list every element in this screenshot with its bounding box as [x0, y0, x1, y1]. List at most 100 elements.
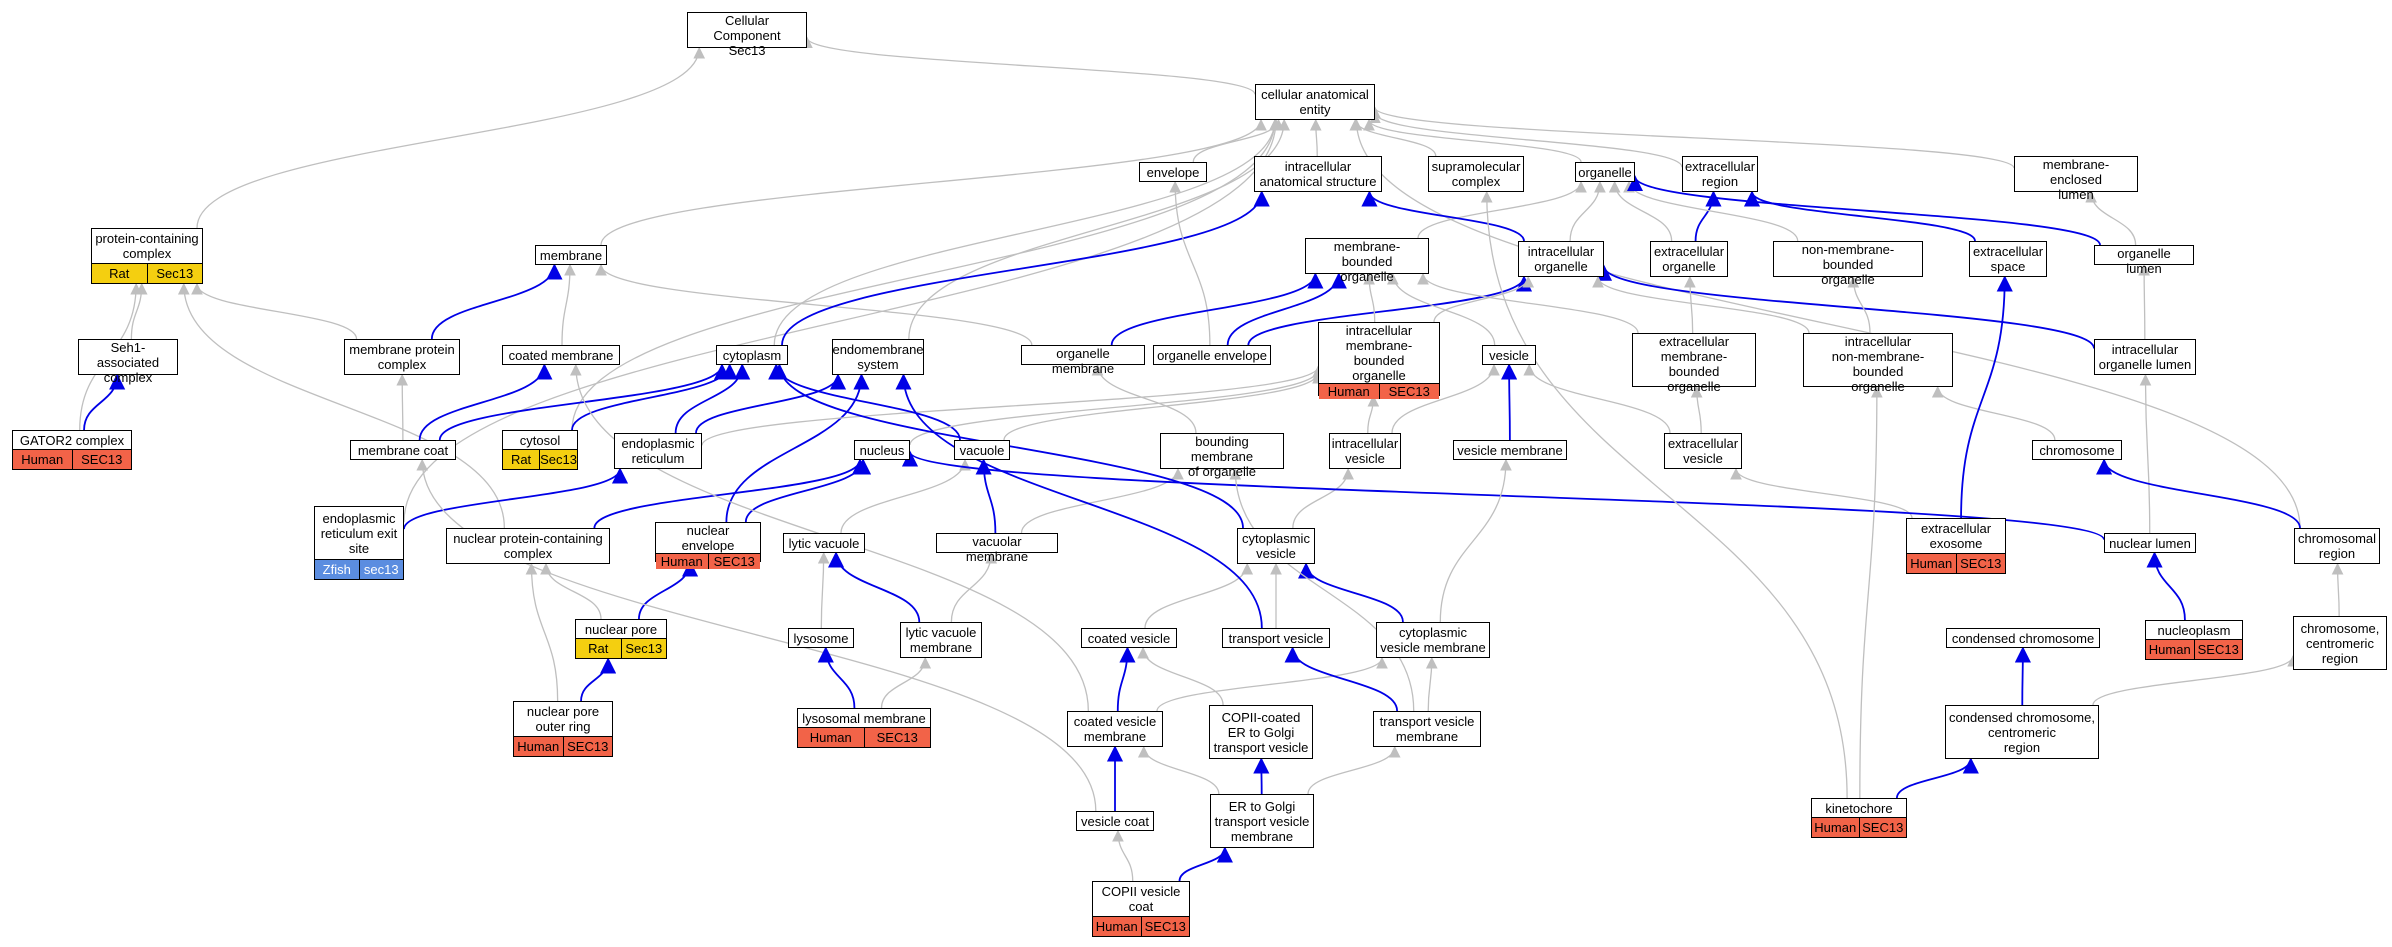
go-term-orgmem[interactable]: organelle membrane: [1021, 345, 1145, 376]
is-a-edge-embo-extorg: [1684, 275, 1696, 334]
go-term-npc[interactable]: nuclear protein-containing complex: [446, 528, 610, 564]
is-a-edge-lvacmem-vacmem: [950, 551, 998, 623]
go-term-lvacmem[interactable]: lytic vacuole membrane: [900, 622, 982, 658]
go-term-memlumen[interactable]: membrane-enclosed lumen: [2014, 156, 2138, 202]
go-term-ccc[interactable]: condensed chromosome, centromeric region: [1945, 705, 2099, 759]
part-of-edge-ccc-condchr: [2014, 646, 2031, 706]
go-term-condchr[interactable]: condensed chromosome: [1946, 628, 2100, 648]
go-term-transves[interactable]: transport vesicle: [1222, 628, 1330, 648]
go-term-label: organelle envelope: [1157, 347, 1267, 363]
go-term-membrane[interactable]: membrane: [535, 245, 607, 265]
go-term-nucleus[interactable]: nucleus: [854, 440, 910, 460]
go-term-label: coated membrane: [508, 347, 614, 363]
go-term-embo[interactable]: extracellular membrane-bounded organelle: [1632, 333, 1756, 394]
is-a-edge-eres-cae: [403, 118, 1282, 523]
go-term-coatmem[interactable]: coated membrane: [502, 345, 620, 365]
go-term-label: protein-containing complex: [95, 231, 199, 261]
go-term-cc[interactable]: Cellular Component Sec13: [687, 12, 807, 58]
go-term-mpc[interactable]: membrane protein complex: [344, 339, 460, 375]
is-a-edge-chromosome-inmbo: [1931, 385, 2056, 441]
go-term-imbo[interactable]: intracellular membrane-bounded organelle…: [1318, 322, 1440, 399]
go-term-mcoat[interactable]: membrane coat: [350, 440, 456, 460]
part-of-edge-mcoat-coatmem: [418, 363, 553, 441]
is-a-edge-cvm-vesmem: [1439, 458, 1512, 623]
go-term-inmbo[interactable]: intracellular non-membrane-bounded organ…: [1803, 333, 1953, 394]
go-term-vesicle[interactable]: vesicle: [1482, 345, 1536, 365]
go-term-chromreg[interactable]: chromosomal region: [2294, 528, 2380, 564]
go-term-label: lytic vacuole: [788, 535, 860, 551]
go-term-orglumen[interactable]: organelle lumen: [2094, 245, 2194, 276]
go-term-label: intracellular vesicle: [1331, 436, 1399, 466]
go-term-label: vacuolar membrane: [965, 534, 1029, 564]
go-term-label: chromosome, centromeric region: [2300, 620, 2380, 666]
go-term-coatves[interactable]: coated vesicle: [1081, 628, 1177, 648]
part-of-edge-cytves-cytoplasm: [771, 363, 1244, 529]
go-term-er[interactable]: endoplasmic reticulum: [614, 433, 702, 469]
go-term-cytoplasm[interactable]: cytoplasm: [716, 345, 788, 365]
go-term-mbo[interactable]: membrane-bounded organelle: [1305, 238, 1429, 284]
part-of-edge-iol-intorg: [1596, 264, 2095, 349]
is-a-edge-ias-cae: [1309, 118, 1322, 157]
go-term-nmbo[interactable]: non-membrane-bounded organelle: [1773, 241, 1923, 287]
is-a-edge-tvm-cvm: [1425, 656, 1438, 712]
go-term-chromosome[interactable]: chromosome: [2032, 440, 2122, 460]
is-a-edge-copii_tv-coatves: [1137, 646, 1224, 706]
go-term-ias[interactable]: intracellular anatomical structure: [1254, 156, 1382, 192]
go-term-cvmem[interactable]: coated vesicle membrane: [1067, 711, 1163, 747]
go-term-intves[interactable]: intracellular vesicle: [1329, 433, 1401, 469]
go-term-tvm[interactable]: transport vesicle membrane: [1373, 711, 1481, 747]
go-term-supra[interactable]: supramolecular complex: [1428, 156, 1524, 192]
is-a-edge-mcoat-mpc: [396, 373, 409, 441]
go-term-vesmem[interactable]: vesicle membrane: [1453, 440, 1567, 460]
go-term-vacmem[interactable]: vacuolar membrane: [936, 533, 1058, 564]
go-term-lvac[interactable]: lytic vacuole: [783, 533, 865, 553]
gene-tag: SEC13: [863, 728, 931, 747]
go-term-label: cytosol: [519, 432, 561, 448]
gene-tag: sec13: [358, 560, 404, 579]
go-term-extorg[interactable]: extracellular organelle: [1650, 241, 1728, 277]
go-term-ccr[interactable]: chromosome, centromeric region: [2293, 616, 2387, 670]
part-of-edge-cytosol-cytoplasm: [571, 363, 738, 431]
go-term-seh1[interactable]: Seh1-associated complex: [78, 339, 178, 385]
go-term-copii_tv[interactable]: COPII-coated ER to Golgi transport vesic…: [1209, 705, 1313, 759]
part-of-edge-lvacmem-lvac: [827, 551, 921, 623]
go-term-orgenv[interactable]: organelle envelope: [1153, 345, 1271, 365]
go-term-endomem[interactable]: endomembrane system: [832, 339, 924, 375]
go-term-extspace[interactable]: extracellular space: [1969, 241, 2047, 277]
go-term-lysosome[interactable]: lysosome: [788, 628, 854, 648]
go-term-nlumen[interactable]: nuclear lumen: [2104, 533, 2196, 553]
go-term-intorg[interactable]: intracellular organelle: [1518, 241, 1604, 277]
go-term-iol[interactable]: intracellular organelle lumen: [2094, 339, 2196, 375]
go-term-extves[interactable]: extracellular vesicle: [1664, 433, 1742, 469]
go-term-label: nuclear pore: [584, 621, 658, 637]
go-term-label: cytoplasmic vesicle: [1242, 531, 1310, 561]
is-a-edge-kinetochore-inmbo: [1859, 385, 1883, 799]
go-term-vcoat[interactable]: vesicle coat: [1076, 811, 1154, 831]
go-term-cvm[interactable]: cytoplasmic vesicle membrane: [1376, 622, 1490, 658]
go-term-cae[interactable]: cellular anatomical entity: [1255, 84, 1375, 120]
go-term-bmo[interactable]: bounding membrane of organelle: [1160, 433, 1284, 479]
go-term-vacuole[interactable]: vacuole: [954, 440, 1010, 460]
go-term-etgtvm[interactable]: ER to Golgi transport vesicle membrane: [1210, 794, 1314, 848]
part-of-edge-tvm-transves: [1284, 646, 1399, 712]
is-a-edge-npor-npc: [525, 562, 559, 702]
go-term-extreg[interactable]: extracellular region: [1682, 156, 1758, 192]
go-term-cytves[interactable]: cytoplasmic vesicle: [1237, 528, 1315, 564]
go-term-envelope[interactable]: envelope: [1139, 162, 1207, 182]
go-term-organelle[interactable]: organelle: [1575, 162, 1635, 182]
part-of-edge-er-endomem: [695, 373, 847, 434]
